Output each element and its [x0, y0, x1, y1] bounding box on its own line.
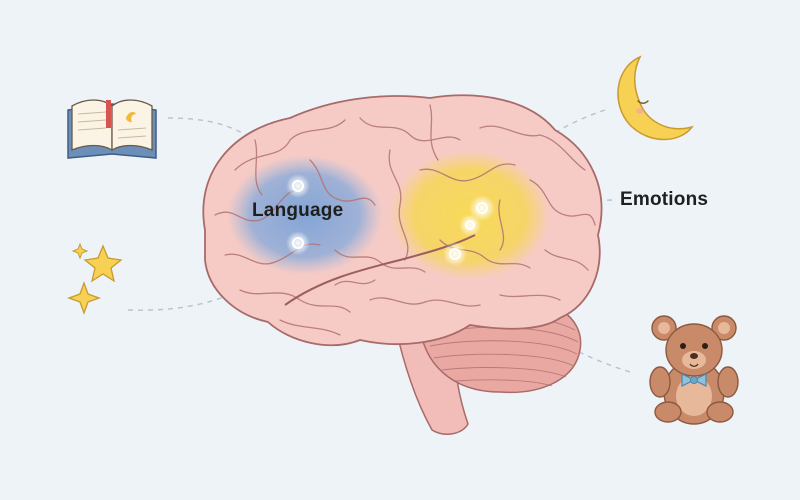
activity-glows	[286, 174, 495, 266]
cerebrum	[202, 94, 603, 347]
emotions-label: Emotions	[620, 189, 709, 210]
stars-icon	[67, 242, 123, 315]
teddy-bear-icon	[649, 315, 739, 425]
language-label: Language	[252, 200, 344, 221]
book-icon	[67, 99, 157, 159]
connector-book	[167, 117, 286, 171]
moon-icon	[617, 55, 694, 141]
language-region	[227, 155, 383, 275]
